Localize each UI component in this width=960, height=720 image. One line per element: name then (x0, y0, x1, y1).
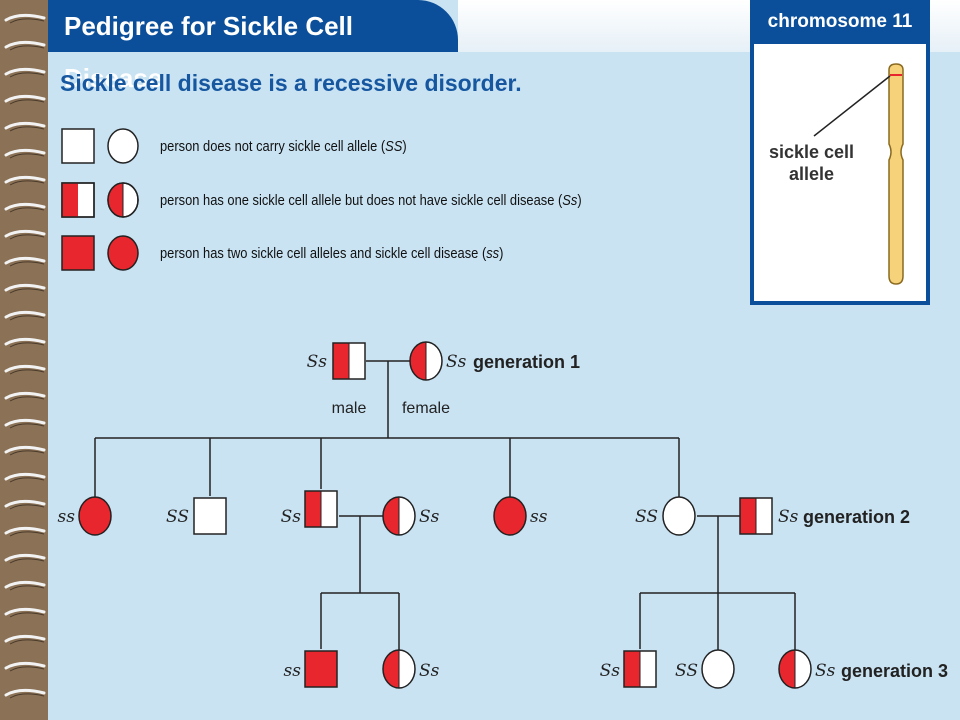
spiral-ring (4, 472, 46, 481)
individual-g2-son-1 (193, 497, 227, 535)
spiral-ring (4, 67, 46, 76)
individual-g1-mother (409, 341, 443, 381)
generation-1-label: generation 1 (473, 352, 580, 372)
individual-g2-son-2-spouse (382, 496, 416, 536)
spiral-ring (4, 40, 46, 49)
individual-g2-daughter-2 (493, 496, 527, 536)
legend-row-carrier: person has one sickle cell allele but do… (60, 180, 650, 220)
genotype-g2-son-2: Ss (281, 507, 302, 527)
individual-g3-b-daughter-1 (701, 649, 735, 689)
genotype-g2-son-2-spouse: Ss (419, 507, 440, 527)
genotype-g3-a-son: ss (284, 661, 302, 681)
legend-symbols-carrier (61, 182, 139, 218)
chromosome-panel: chromosome 11 sickle cell allele (750, 0, 930, 305)
spiral-binding (0, 0, 48, 720)
genotype-g3-b-daughter-2: Ss (815, 661, 836, 681)
genotype-g2-son-1: SS (166, 507, 189, 527)
genotype-g1-father: Ss (307, 352, 328, 372)
individual-g3-a-daughter (382, 649, 416, 689)
spiral-ring (4, 634, 46, 643)
spiral-ring (4, 337, 46, 346)
genotype-g2-daughter-2: ss (530, 507, 548, 527)
spiral-ring (4, 661, 46, 670)
legend-circle-unaffected (107, 128, 139, 164)
genotype-g3-a-daughter: Ss (419, 661, 440, 681)
spiral-ring (4, 499, 46, 508)
legend-text-unaffected: person does not carry sickle cell allele… (160, 137, 407, 155)
spiral-ring (4, 256, 46, 265)
legend-symbols-affected (61, 235, 139, 271)
female-label: female (402, 400, 450, 417)
genotype-labels: Ss Ss ss SS Ss Ss ss SS Ss ss Ss Ss SS S… (58, 352, 836, 681)
spiral-ring (4, 607, 46, 616)
spiral-ring (4, 283, 46, 292)
allele-label: sickle cell allele (768, 142, 855, 184)
legend-text-carrier: person has one sickle cell allele but do… (160, 191, 582, 209)
individual-g2-son-2 (304, 490, 338, 528)
chromosome-illustration (813, 63, 904, 285)
legend-circle-carrier (108, 183, 123, 217)
spiral-rings (4, 13, 46, 699)
genotype-g2-daughter-1: ss (58, 507, 76, 527)
spiral-ring (4, 94, 46, 103)
individual-g3-a-son (304, 650, 338, 688)
spiral-ring (4, 418, 46, 427)
genotype-g2-daughter-3-spouse: Ss (778, 507, 799, 527)
individual-g3-b-son (623, 650, 657, 688)
generation-3-label: generation 3 (841, 661, 948, 681)
legend-square-carrier (62, 183, 78, 217)
individual-g2-daughter-3 (662, 496, 696, 536)
genotype-g1-mother: Ss (446, 352, 467, 372)
spiral-ring (4, 553, 46, 562)
legend-circle-affected (107, 235, 139, 271)
individual-g2-daughter-3-spouse (739, 497, 773, 535)
legend-symbols-unaffected (61, 128, 139, 164)
male-label: male (332, 400, 367, 417)
individual-g3-b-daughter-2 (778, 649, 812, 689)
legend-row-affected: person has two sickle cell alleles and s… (60, 233, 559, 273)
chromosome-shape (888, 63, 904, 285)
spiral-ring (4, 13, 46, 22)
genotype-g3-b-daughter-1: SS (675, 661, 698, 681)
generation-2-label: generation 2 (803, 507, 910, 527)
legend-row-unaffected: person does not carry sickle cell allele… (60, 126, 447, 166)
spiral-ring (4, 175, 46, 184)
spiral-ring (4, 391, 46, 400)
legend-text-affected: person has two sickle cell alleles and s… (160, 244, 504, 262)
chromosome-header: chromosome 11 (754, 0, 926, 44)
page-subtitle: Sickle cell disease is a recessive disor… (60, 70, 522, 96)
pedigree-lines (94, 360, 796, 651)
spiral-ring (4, 229, 46, 238)
spiral-ring (4, 526, 46, 535)
individual-g1-father (332, 342, 366, 380)
genotype-g3-b-son: Ss (600, 661, 621, 681)
legend-square-unaffected (61, 128, 95, 164)
spiral-ring (4, 310, 46, 319)
spiral-ring (4, 202, 46, 211)
spiral-ring (4, 121, 46, 130)
allele-pointer-line (813, 75, 891, 137)
spiral-ring (4, 445, 46, 454)
spiral-ring (4, 148, 46, 157)
legend-square-affected (61, 235, 95, 271)
spiral-ring (4, 688, 46, 697)
page-title: Pedigree for Sickle Cell Disease (48, 0, 458, 93)
spiral-ring (4, 580, 46, 589)
genotype-g2-daughter-3: SS (635, 507, 658, 527)
pedigree-individuals (78, 341, 812, 689)
spiral-ring (4, 364, 46, 373)
individual-g2-daughter-1 (78, 496, 112, 536)
